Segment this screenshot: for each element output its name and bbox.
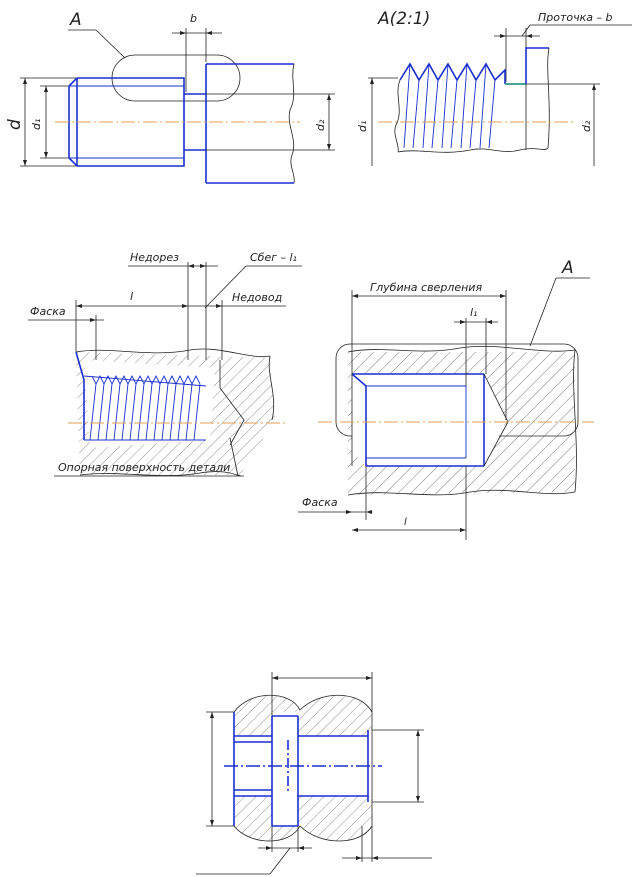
view-a-label-2: A <box>561 258 574 278</box>
runout-label: Сбег – l₁ <box>250 251 297 264</box>
detail-d1-label: d₁ <box>356 121 369 132</box>
undercut-label: Недорез <box>130 251 179 264</box>
chamfer-label-right: Фаска <box>302 496 338 509</box>
underrun-label: Недовод <box>232 291 282 304</box>
drill-depth-label: Глубина сверления <box>370 281 482 294</box>
support-surface-label: Опорная поверхность детали <box>58 461 230 474</box>
figure-bushing-section <box>196 672 432 875</box>
figure-threaded-hole-runout: Недорез Сбег – l₁ l Недовод Фаска Опорна… <box>28 251 302 477</box>
d-label: d <box>5 119 25 130</box>
d1-label: d₁ <box>30 119 43 130</box>
chamfer-label-left: Фаска <box>30 305 66 318</box>
groove-label: Проточка – b <box>538 11 612 24</box>
l1-label: l₁ <box>470 306 477 319</box>
detail-d2-label: d₂ <box>580 120 593 132</box>
b-label: b <box>190 12 197 25</box>
figure-detail-a: A(2:1) Проточка – b <box>356 9 632 166</box>
detail-title: A(2:1) <box>377 9 430 29</box>
figure-drilled-hole: Глубина сверления l₁ A Фаска l <box>298 258 594 540</box>
view-a-label: A <box>69 10 82 30</box>
figure-shaft-with-groove: A b d d <box>5 10 335 184</box>
length-l-label-2: l <box>404 517 407 528</box>
d2-label: d₂ <box>314 119 327 131</box>
length-l-label: l <box>130 290 133 303</box>
